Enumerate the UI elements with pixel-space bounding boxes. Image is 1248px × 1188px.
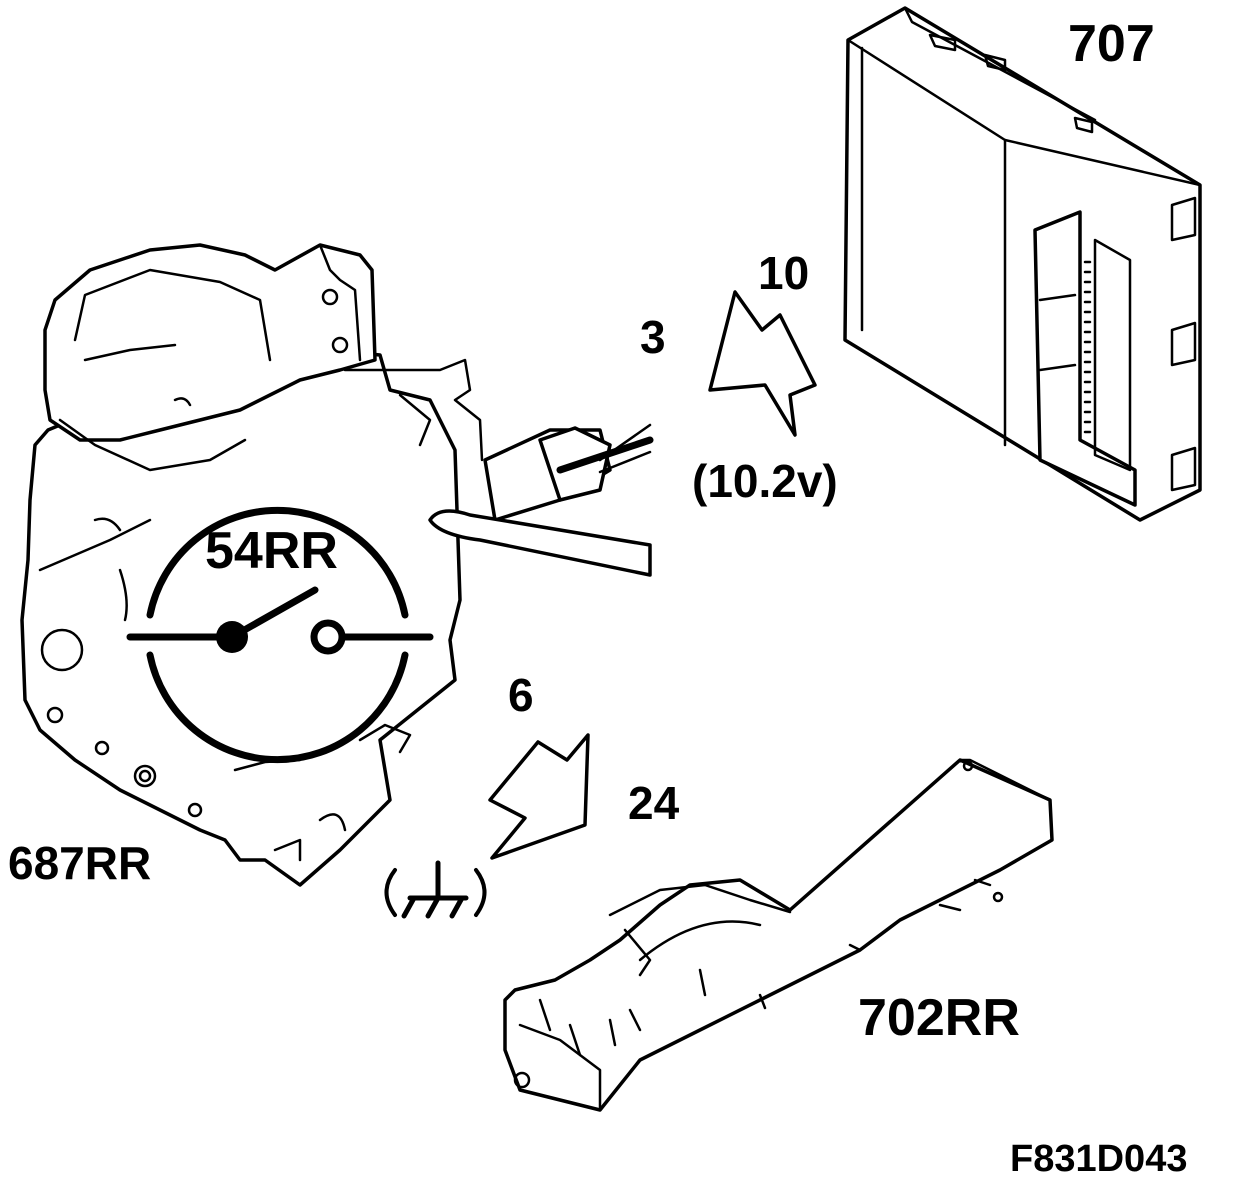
label-actuator-687RR: 687RR	[8, 837, 152, 889]
signal-arrow-up	[708, 290, 817, 437]
label-pin-24: 24	[628, 777, 680, 829]
actuator-687RR	[20, 243, 654, 887]
harness-702RR	[503, 758, 1054, 1112]
label-harness-702RR: 702RR	[858, 989, 1020, 1047]
control-module-707	[843, 6, 1202, 522]
connector-pins	[1083, 260, 1092, 434]
label-pin-6: 6	[508, 669, 534, 721]
ground-arrow-down	[488, 733, 590, 860]
ground-symbol-icon	[384, 860, 487, 919]
label-pin-10: 10	[758, 247, 810, 299]
label-figure-code: F831D043	[1010, 1138, 1188, 1180]
label-motor-54RR: 54RR	[205, 522, 338, 580]
motor-symbol-54RR	[126, 506, 434, 764]
label-pin-3: 3	[640, 311, 666, 363]
label-voltage: (10.2v)	[692, 455, 838, 507]
label-ecu-707: 707	[1068, 15, 1155, 73]
